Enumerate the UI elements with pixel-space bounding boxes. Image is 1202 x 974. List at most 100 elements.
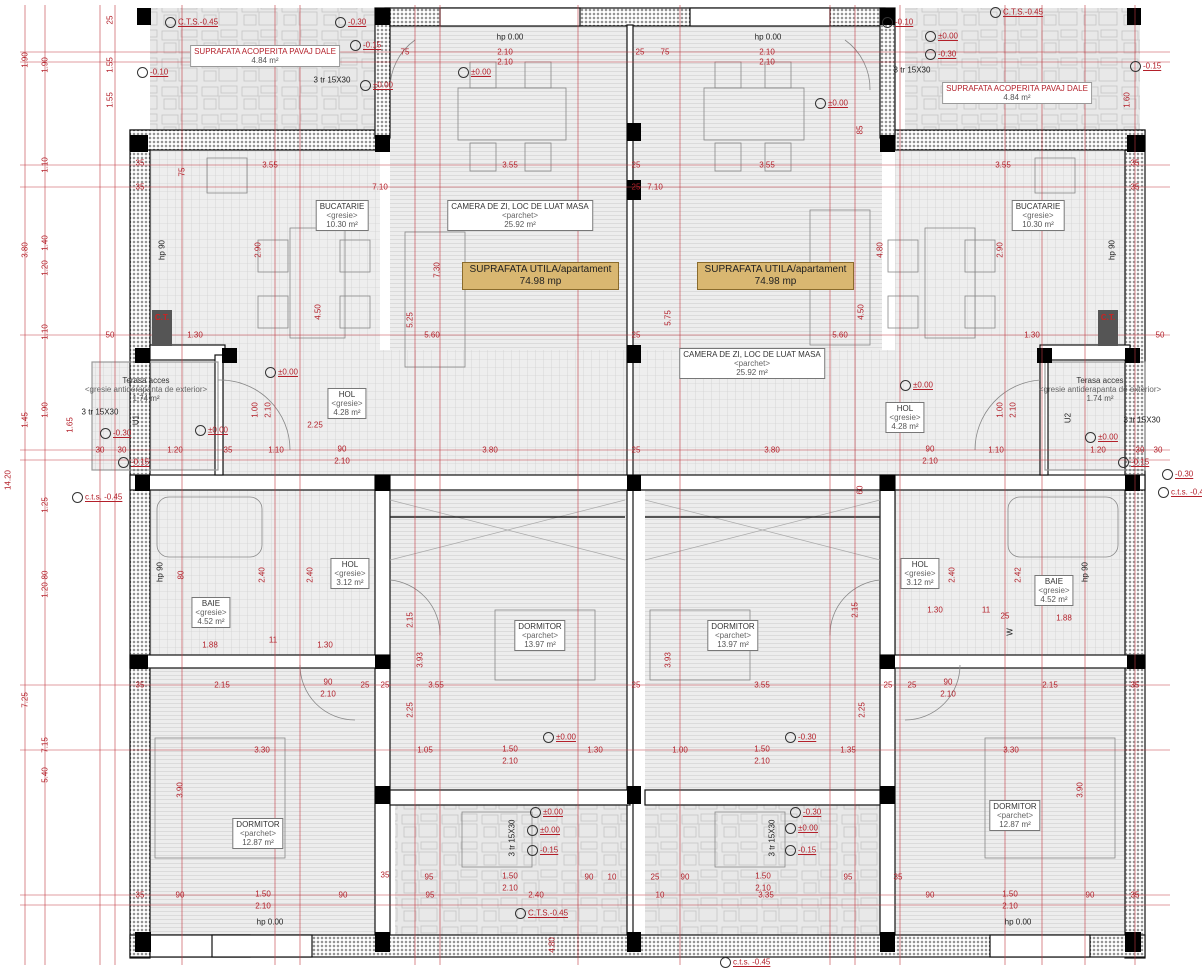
level-marker-icon bbox=[265, 367, 276, 378]
dimension-label: 3.35 bbox=[758, 890, 774, 900]
dimension-label: 95 bbox=[424, 872, 434, 882]
entrance-label: W bbox=[1005, 628, 1015, 636]
elevation-marker: -0.10 bbox=[882, 17, 913, 28]
elevation-value: -0.15 bbox=[540, 845, 559, 855]
dimension-label: 4.80 bbox=[875, 242, 885, 258]
level-marker-icon bbox=[720, 957, 731, 968]
dimension-label: 1.50 bbox=[754, 744, 770, 754]
dimension-label: 1.45 bbox=[20, 412, 30, 428]
dimension-label: 50 bbox=[105, 330, 115, 340]
dimension-label: 90 bbox=[943, 677, 953, 687]
dimension-label: 1.50 bbox=[255, 889, 271, 899]
dimension-label: 30 bbox=[95, 445, 105, 455]
room-floor: <gresie> bbox=[1022, 211, 1054, 220]
dimension-label: 10 bbox=[655, 890, 665, 900]
dimension-label: 3.55 bbox=[262, 160, 278, 170]
elevation-value: ±0.00 bbox=[828, 98, 848, 108]
dimension-label: 2.90 bbox=[995, 242, 1005, 258]
note-label: 3 tr 15X30 bbox=[81, 407, 119, 417]
elevation-marker: ±0.00 bbox=[815, 98, 848, 109]
dimension-label: 1.10 bbox=[40, 157, 50, 173]
level-marker-icon bbox=[100, 428, 111, 439]
dimension-label: 2.10 bbox=[922, 456, 938, 466]
dimension-label: 60 bbox=[855, 485, 865, 495]
dimension-label: 1.05 bbox=[417, 745, 433, 755]
note-label: hp 0.00 bbox=[256, 917, 284, 927]
level-marker-icon bbox=[195, 425, 206, 436]
elevation-value: -0.30 bbox=[348, 17, 367, 27]
elevation-marker: ±0.00 bbox=[458, 67, 491, 78]
dimension-label: 35 bbox=[135, 182, 145, 192]
dimension-label: 25 bbox=[631, 680, 641, 690]
elevation-marker: ±0.00 bbox=[530, 807, 563, 818]
dimension-label: 1.55 bbox=[105, 92, 115, 108]
room-floor: <gresie> bbox=[331, 399, 363, 408]
room-area: 10.30 m² bbox=[1022, 220, 1054, 229]
dimension-label: 2.40 bbox=[305, 567, 315, 583]
level-marker-icon bbox=[790, 807, 801, 818]
elevation-marker: -0.30 bbox=[335, 17, 366, 28]
useful-area-value: 74.98 mp bbox=[754, 276, 797, 287]
room-label-bath-right: BAIE<gresie>4.52 m² bbox=[1034, 575, 1074, 606]
room-area: 25.92 m² bbox=[504, 220, 536, 229]
dimension-label: 3.90 bbox=[1075, 782, 1085, 798]
dimension-label: 4.50 bbox=[313, 304, 323, 320]
room-floor: <parchet> bbox=[733, 359, 771, 368]
room-label-kitchen-left: BUCATARIE<gresie>10.30 m² bbox=[315, 200, 369, 231]
dimension-label: 35 bbox=[1130, 680, 1140, 690]
room-label-living-left: CAMERA DE ZI, LOC DE LUAT MASA<parchet>2… bbox=[447, 200, 593, 231]
dimension-label: 7.10 bbox=[372, 182, 388, 192]
elevation-value: -0.15 bbox=[1143, 61, 1162, 71]
dimension-label: 3.55 bbox=[759, 160, 775, 170]
elevation-marker: -0.30 bbox=[1162, 469, 1193, 480]
dimension-label: 3.80 bbox=[482, 445, 498, 455]
elevation-value: -0.30 bbox=[938, 49, 957, 59]
dimension-label: 25 bbox=[631, 445, 641, 455]
elevation-value: ±0.00 bbox=[373, 80, 393, 90]
useful-area-title: SUPRAFATA UTILA/apartament bbox=[704, 264, 847, 275]
dimension-label: 80 bbox=[40, 570, 50, 580]
level-marker-icon bbox=[458, 67, 469, 78]
room-name: BAIE bbox=[1044, 577, 1064, 586]
level-marker-icon bbox=[543, 732, 554, 743]
dimension-label: 25 bbox=[105, 15, 115, 25]
elevation-value: ±0.00 bbox=[798, 823, 818, 833]
elevation-marker: -0.30 bbox=[790, 807, 821, 818]
dimension-label: 2.40 bbox=[257, 567, 267, 583]
dimension-label: 2.40 bbox=[947, 567, 957, 583]
room-floor: <gresie> bbox=[904, 569, 936, 578]
room-area: 4.28 m² bbox=[333, 408, 361, 417]
dimension-label: 3.55 bbox=[754, 680, 770, 690]
elevation-value: -0.30 bbox=[1175, 469, 1194, 479]
dimension-label: 1.30 bbox=[187, 330, 203, 340]
dimension-label: 2.40 bbox=[528, 890, 544, 900]
room-area: 13.97 m² bbox=[717, 640, 749, 649]
elevation-value: c.t.s. -0.45 bbox=[85, 492, 123, 502]
elevation-value: ±0.00 bbox=[913, 380, 933, 390]
dimension-label: 1.30 bbox=[927, 605, 943, 615]
room-floor: <gresie antiderapanta de exterior> bbox=[1038, 385, 1162, 394]
dimension-label: 95 bbox=[425, 890, 435, 900]
elevation-marker: c.t.s. -0.45 bbox=[72, 492, 122, 503]
dimension-label: 1.55 bbox=[105, 57, 115, 73]
room-label-bed2-right: DORMITOR<parchet>12.87 m² bbox=[989, 800, 1041, 831]
room-name: Terasa acces bbox=[1076, 376, 1124, 385]
useful-area-title: SUPRAFATA UTILA/apartament bbox=[469, 264, 612, 275]
dimension-label: 90 bbox=[323, 677, 333, 687]
note-label: hp 90 bbox=[1107, 239, 1117, 261]
dimension-label: 2.25 bbox=[857, 702, 867, 718]
useful-area-value: 74.98 mp bbox=[519, 276, 562, 287]
room-label-terrace-left: Terasa acces<gresie antiderapanta de ext… bbox=[82, 375, 210, 404]
dimension-label: 35 bbox=[1130, 158, 1140, 168]
dimension-label: 3.80 bbox=[764, 445, 780, 455]
elevation-marker: ±0.00 bbox=[900, 380, 933, 391]
entrance-label: U1 bbox=[131, 414, 141, 426]
dimension-label: 5.25 bbox=[405, 312, 415, 328]
elevation-marker: -0.30 bbox=[100, 428, 131, 439]
level-marker-icon bbox=[137, 67, 148, 78]
dimension-label: 2.15 bbox=[850, 602, 860, 618]
elevation-value: -0.15 bbox=[131, 457, 150, 467]
dimension-label: 3.30 bbox=[1003, 745, 1019, 755]
